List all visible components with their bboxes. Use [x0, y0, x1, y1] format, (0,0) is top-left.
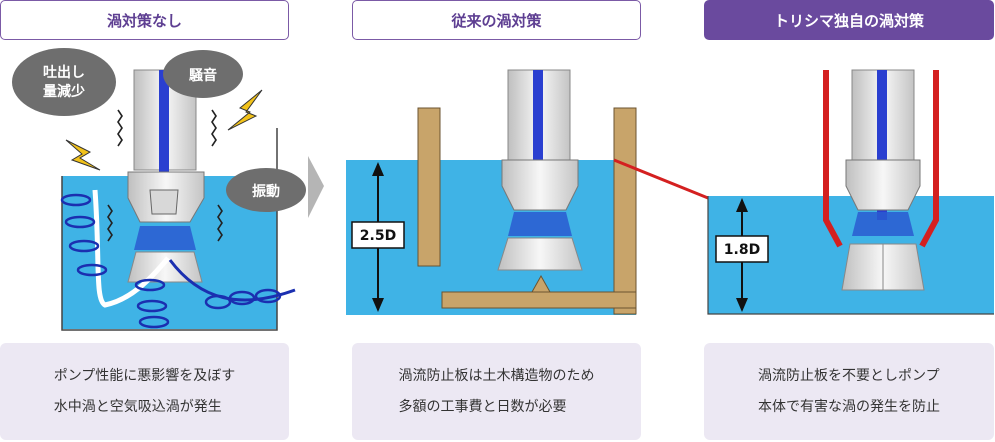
- desc-line: 渦流防止板は土木構造物のため: [399, 361, 595, 392]
- flow-arrow-icon: [308, 156, 324, 218]
- panel-torishima-illustration: 1.8D: [708, 70, 994, 314]
- side-wall: [614, 108, 636, 314]
- desc-line: 水中渦と空気吸込渦が発生: [54, 392, 236, 423]
- discharge-callout-line1: 吐出し: [43, 64, 85, 81]
- desc-line: ポンプ性能に悪影響を及ぼす: [54, 361, 236, 392]
- baffle-wall: [418, 108, 440, 266]
- floor-plate: [442, 292, 636, 308]
- dimension-conventional: 2.5D: [360, 228, 396, 244]
- pump-body: [498, 70, 582, 270]
- discharge-callout-line2: 量減少: [43, 83, 85, 100]
- pump-body: [842, 70, 924, 290]
- desc-line: 渦流防止板を不要としポンプ: [758, 361, 940, 392]
- panel-desc-no-measure: ポンプ性能に悪影響を及ぼす 水中渦と空気吸込渦が発生: [0, 343, 289, 440]
- vibration-callout-label: 振動: [252, 183, 280, 200]
- desc-line: 本体で有害な渦の発生を防止: [758, 392, 940, 423]
- panel-desc-torishima: 渦流防止板を不要としポンプ 本体で有害な渦の発生を防止: [704, 343, 994, 440]
- noise-callout-label: 騒音: [189, 67, 217, 84]
- noise-bolt-icon: [66, 140, 100, 170]
- panel-conventional-illustration: 2.5D: [346, 70, 636, 315]
- discharge-callout: [12, 48, 116, 116]
- noise-bolt-icon: [228, 90, 262, 130]
- panel-desc-conventional: 渦流防止板は土木構造物のため 多額の工事費と日数が必要: [352, 343, 641, 440]
- desc-line: 多額の工事費と日数が必要: [399, 392, 595, 423]
- dimension-torishima: 1.8D: [724, 242, 760, 258]
- panel-no-measure-illustration: 吐出し 量減少 騒音 振動: [12, 48, 306, 330]
